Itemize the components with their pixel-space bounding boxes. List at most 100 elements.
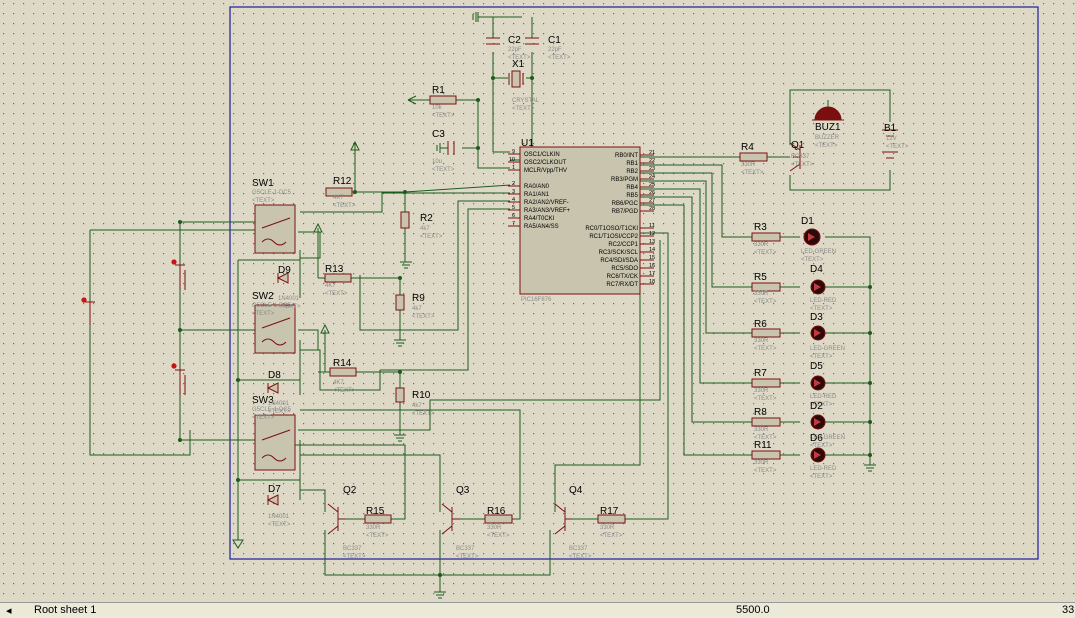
mcu-pin-number: 22 <box>649 158 655 164</box>
switch-terminals <box>81 259 177 369</box>
buzzer-ref: BUZ1 <box>815 122 841 133</box>
buzzer-value: BUZZER <box>815 135 840 141</box>
transistor-text-placeholder: <TEXT> <box>456 554 479 560</box>
led-text-placeholder: <TEXT> <box>810 474 833 480</box>
resistor-ref: R8 <box>754 407 767 418</box>
led-text-placeholder: <TEXT> <box>810 354 833 360</box>
led-bodies <box>803 228 826 463</box>
mcu-pin-name: RC0/T1OSO/T1CKI <box>585 226 638 232</box>
capacitor-text-placeholder: <TEXT> <box>548 55 571 61</box>
grid-dots <box>0 0 1075 602</box>
resistor-value: 330R <box>754 338 769 344</box>
resistor-ref: R15 <box>366 506 385 517</box>
mcu-pin-name: RB0/INT <box>615 153 638 159</box>
mcu-pin-name: RB6/PGC <box>612 201 639 207</box>
resistor-text-placeholder: <TEXT> <box>366 533 389 539</box>
led-ref: D1 <box>801 216 814 227</box>
ground-symbols <box>232 12 876 599</box>
led-ref: D2 <box>810 401 823 412</box>
relay-text-placeholder: <TEXT> <box>252 415 275 421</box>
battery-text-placeholder: <TEXT> <box>886 144 909 150</box>
resistor-text-placeholder: <TEXT> <box>420 234 443 240</box>
relay-ref: SW1 <box>252 178 274 189</box>
capacitor-ref: C2 <box>508 35 521 46</box>
diode-ref: D9 <box>278 265 291 276</box>
resistor-text-placeholder: <TEXT> <box>600 533 623 539</box>
resistor-text-placeholder: <TEXT> <box>432 113 455 119</box>
resistor-ref: R5 <box>754 272 767 283</box>
mcu-pin-name: RB2 <box>626 169 638 175</box>
component-labels: C222pF<TEXT>C122pF<TEXT>C310u<TEXT>X1CRY… <box>252 35 909 560</box>
mcu-pin-number: 21 <box>649 150 655 156</box>
resistor-text-placeholder: <TEXT> <box>754 250 777 256</box>
resistor-text-placeholder: <TEXT> <box>412 411 435 417</box>
capacitor-ref: C1 <box>548 35 561 46</box>
led-value: LED-GREEN <box>801 249 836 255</box>
resistor-ref: R2 <box>420 213 433 224</box>
led-text-placeholder: <TEXT> <box>810 306 833 312</box>
transistor-value: BC337 <box>343 546 362 552</box>
diode-value: 1N4001 <box>278 296 300 302</box>
schematic-svg: U1 PIC16F876 OSC1/CLKIN9OSC2/CLKOUT10MCL… <box>0 0 1075 602</box>
transistor-ref: Q4 <box>569 485 583 496</box>
transistor-ref: Q2 <box>343 485 357 496</box>
relay-value: G5CLE-1-DC5 <box>252 407 292 413</box>
status-scroll-icon[interactable]: ◂ <box>6 605 12 617</box>
led-text-placeholder: <TEXT> <box>810 443 833 449</box>
mcu-pin-number: 7 <box>512 221 515 227</box>
resistor-ref: R13 <box>325 264 344 275</box>
resistor-ref: R12 <box>333 176 352 187</box>
mcu-pin-number: 18 <box>649 279 655 285</box>
resistor-value: 4K7 <box>325 283 336 289</box>
led-ref: D3 <box>810 312 823 323</box>
mcu-pin-number: 6 <box>512 213 515 219</box>
resistor-value: 330R <box>741 162 756 168</box>
mcu-pin-name: RC4/SDI/SDA <box>600 258 638 264</box>
junction-dots <box>178 76 872 577</box>
mcu-u1[interactable]: U1 PIC16F876 OSC1/CLKIN9OSC2/CLKOUT10MCL… <box>508 138 655 303</box>
resistor-value: 4k7 <box>412 306 422 312</box>
resistor-ref: R1 <box>432 85 445 96</box>
resistor-ref: R16 <box>487 506 506 517</box>
mcu-pin-name: RA5/AN4/SS <box>524 224 559 230</box>
mcu-pin-name: RB1 <box>626 161 638 167</box>
resistor-text-placeholder: <TEXT> <box>333 203 356 209</box>
mcu-pin-number: 2 <box>512 181 515 187</box>
diode-ref: D8 <box>268 370 281 381</box>
resistor-text-placeholder: <TEXT> <box>325 291 348 297</box>
mcu-pin-number: 17 <box>649 271 655 277</box>
coordinate-readout: 5500.0 <box>736 604 770 616</box>
resistor-value: 10k <box>432 105 443 111</box>
crystal-ref: X1 <box>512 59 525 70</box>
resistor-value: 330R <box>754 291 769 297</box>
mcu-pin-number: 10 <box>509 157 515 163</box>
sheet-border <box>229 6 1039 560</box>
wires <box>89 12 891 592</box>
mcu-pin-name: RC6/TX/CK <box>607 274 638 280</box>
mcu-pin-number: 11 <box>649 223 655 229</box>
mcu-pin-name: RA2/AN2/VREF- <box>524 200 569 206</box>
resistor-text-placeholder: <TEXT> <box>741 170 764 176</box>
sheet-name[interactable]: Root sheet 1 <box>34 604 97 616</box>
resistor-ref: R4 <box>741 142 754 153</box>
resistor-value: 330R <box>754 427 769 433</box>
mcu-pin-number: 14 <box>649 247 655 253</box>
diode-value: 1N4001 <box>268 401 290 407</box>
capacitor-value: 22pF <box>508 47 522 53</box>
resistor-value: 330R <box>366 525 381 531</box>
resistor-text-placeholder: <TEXT> <box>487 533 510 539</box>
mcu-pin-name: RA1/AN1 <box>524 192 550 198</box>
led-value: LED-RED <box>810 394 837 400</box>
mcu-pin-name: RB5 <box>626 193 638 199</box>
mcu-pin-name: RA0/AN0 <box>524 184 550 190</box>
buzzer-text-placeholder: <TEXT> <box>815 143 838 149</box>
diode-ref: D7 <box>268 484 281 495</box>
capacitor-value: 10u <box>432 159 442 165</box>
relay-value: G5CLE-1-DC5 <box>252 190 292 196</box>
resistor-ref: R3 <box>754 222 767 233</box>
capacitor-text-placeholder: <TEXT> <box>432 167 455 173</box>
capacitor-ref: C3 <box>432 129 445 140</box>
mcu-pin-number: 1 <box>512 165 515 171</box>
transistor-text-placeholder: <TEXT> <box>791 162 814 168</box>
